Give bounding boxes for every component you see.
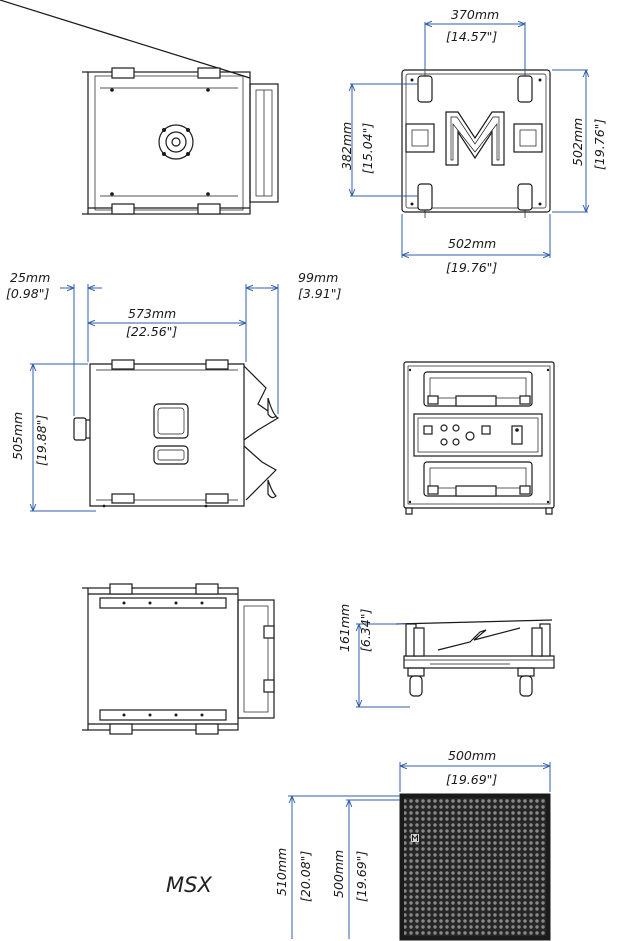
dim-top-width-in: [14.57"] — [446, 29, 497, 44]
dim-wheel-height — [356, 623, 410, 708]
dim-top-depth-in: [15.04"] — [360, 123, 375, 174]
dim-front-width-in: [19.69"] — [446, 772, 497, 787]
bottom-view-with-rails — [82, 583, 275, 735]
dim-side-height-in: [19.88"] — [34, 415, 49, 466]
dim-side-height — [30, 363, 96, 512]
wheel-board-view — [395, 619, 555, 697]
dim-front-width-mm: 500mm — [448, 748, 496, 763]
dim-top-bottom-mm: 502mm — [448, 236, 496, 251]
dim-side-handle-mm: 25mm — [10, 270, 50, 285]
dim-front-inner-height-in: [19.69"] — [354, 851, 369, 902]
dim-side-handle-in: [0.98"] — [6, 286, 49, 301]
dim-wheel-height-in: [6.34"] — [358, 609, 373, 652]
dim-side-rear-mm: 99mm — [298, 270, 338, 285]
dim-front-outer-height-in: [20.08"] — [298, 851, 313, 902]
dim-front-outer-height — [288, 795, 400, 939]
dim-side-depth-mm: 573mm — [128, 306, 176, 321]
dim-top-width-mm: 370mm — [451, 7, 499, 22]
dim-top-height-in: [19.76"] — [592, 119, 607, 170]
dim-front-inner-height — [346, 799, 400, 939]
dim-front-outer-height-mm: 510mm — [274, 848, 289, 896]
dim-side-rear-in: [3.91"] — [298, 286, 341, 301]
dim-top-bottom-width — [401, 214, 551, 258]
dim-front-width — [399, 762, 551, 792]
dim-top-depth — [350, 83, 418, 197]
rear-panel-view — [403, 361, 555, 515]
side-view — [73, 359, 280, 508]
dim-front-inner-height-mm: 500mm — [331, 850, 346, 898]
top-view-with-logo — [401, 68, 551, 218]
dim-side-depth-in: [22.56"] — [126, 324, 177, 339]
dim-side-rear — [245, 284, 279, 414]
dim-top-height — [552, 69, 588, 213]
dim-wheel-height-mm: 161mm — [337, 604, 352, 652]
top-view-with-handles — [0, 0, 279, 215]
dim-top-height-mm: 502mm — [570, 118, 585, 166]
front-grille-view — [399, 793, 551, 941]
dim-top-bottom-in: [19.76"] — [446, 260, 497, 275]
dim-top-width — [424, 22, 526, 72]
dim-top-depth-mm: 382mm — [339, 122, 354, 170]
model-name: MSX — [166, 873, 212, 897]
dim-side-handle — [60, 284, 102, 416]
dim-side-height-mm: 505mm — [10, 412, 25, 460]
